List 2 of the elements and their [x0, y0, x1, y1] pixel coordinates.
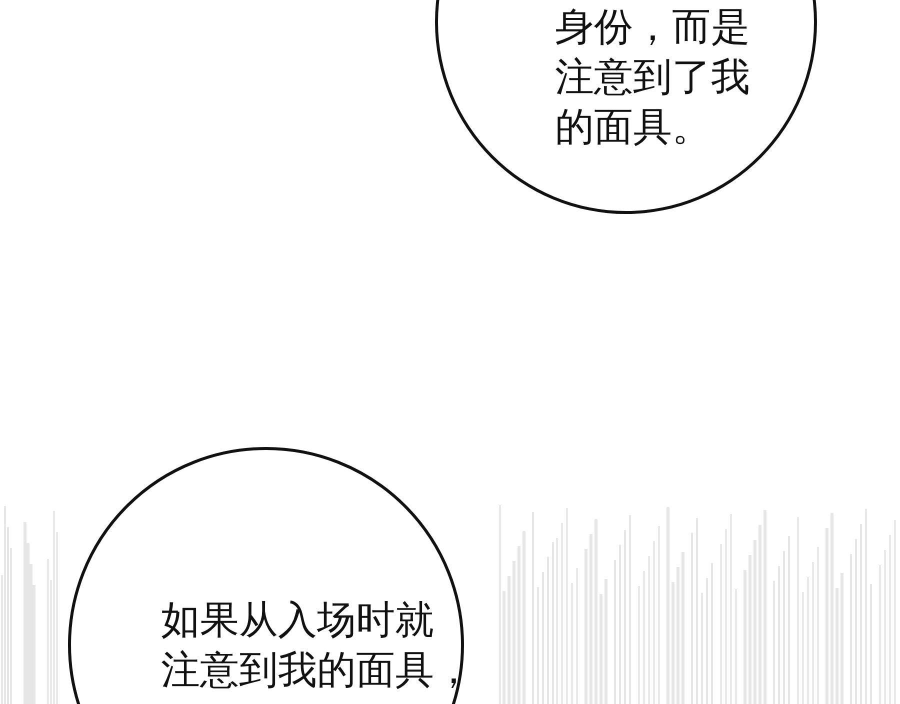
- dialogue-text: 身份，而是注意到了我的面具。: [555, 4, 750, 152]
- dialogue-text: 如果从入场时就注意到我的面具，: [161, 597, 473, 695]
